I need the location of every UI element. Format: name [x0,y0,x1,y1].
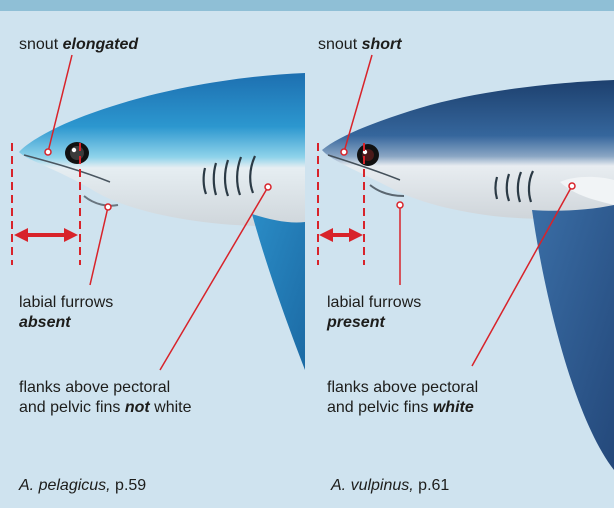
flanks-label-right: flanks above pectoral and pelvic fins wh… [327,378,478,418]
flanks-label-left: flanks above pectoral and pelvic fins no… [19,378,192,418]
caption-vulpinus: A. vulpinus, p.61 [331,477,449,495]
snout-label-right: snout short [318,35,402,55]
caption-pelagicus: A. pelagicus, p.59 [19,477,146,495]
labial-label-left: labial furrows absent [19,293,113,333]
labial-label-right: labial furrows present [327,293,421,333]
measure-arrows [14,228,363,242]
snout-label-left: snout elongated [19,35,138,55]
